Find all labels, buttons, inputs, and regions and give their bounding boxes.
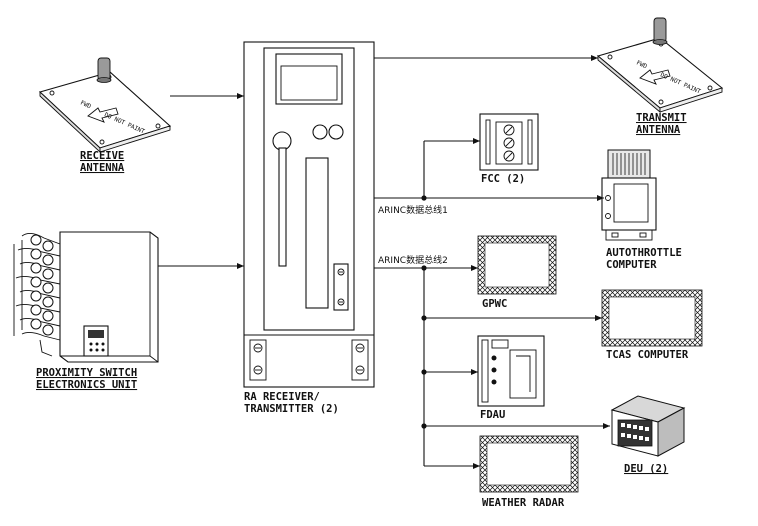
- bus2-junction: [421, 265, 427, 271]
- arinc-bus-1-label: ARINC数据总线1: [378, 204, 448, 216]
- pseu-icon: [13, 231, 159, 363]
- gpwc: GPWC: [477, 235, 557, 310]
- tcas-icon: [601, 289, 703, 347]
- tcas-computer: TCAS COMPUTER: [601, 289, 703, 361]
- receive-antenna-label-2: ANTENNA: [80, 162, 125, 174]
- weather-radar: WEATHER RADAR: [479, 435, 579, 509]
- fdau-icon: [477, 335, 545, 407]
- pseu-label-2: ELECTRONICS UNIT: [36, 379, 137, 391]
- transmit-antenna-label-2: ANTENNA: [636, 124, 681, 136]
- fcc: FCC (2): [479, 113, 539, 185]
- autothrottle-label-1: AUTOTHROTTLE: [606, 247, 682, 259]
- autothrottle-label-2: COMPUTER: [606, 259, 657, 271]
- deu: DEU (2): [610, 395, 686, 475]
- deu-label: DEU (2): [624, 463, 668, 475]
- gpwc-label: GPWC: [482, 298, 507, 310]
- weather-radar-label: WEATHER RADAR: [482, 497, 565, 509]
- ra-unit-icon: [243, 41, 375, 388]
- ra-label-1: RA RECEIVER/: [244, 391, 320, 403]
- bus2-deu-junction: [421, 423, 427, 429]
- autothrottle-icon: [601, 149, 657, 241]
- fcc-label: FCC (2): [481, 173, 525, 185]
- receive-antenna-label-1: RECEIVE: [80, 150, 124, 162]
- ra-label-2: TRANSMITTER (2): [244, 403, 339, 415]
- transmit-antenna-fwd-text: FWD: [635, 59, 648, 70]
- gpwc-icon: [477, 235, 557, 295]
- bus1-junction: [421, 195, 427, 201]
- transmit-antenna-icon: [596, 17, 724, 113]
- deu-icon: [610, 395, 686, 457]
- fcc-icon: [479, 113, 539, 171]
- tcas-label: TCAS COMPUTER: [606, 349, 689, 361]
- bus2-fdau-junction: [421, 369, 427, 375]
- receive-antenna-fwd-text: FWD: [79, 99, 92, 110]
- fdau: FDAU: [477, 335, 545, 421]
- transmit-antenna-label-1: TRANSMIT: [636, 112, 687, 124]
- autothrottle-computer: AUTOTHROTTLE COMPUTER: [601, 149, 682, 271]
- weather-radar-icon: [479, 435, 579, 493]
- bus2-tcas-junction: [421, 315, 427, 321]
- arinc-bus-2-label: ARINC数据总线2: [378, 254, 448, 266]
- proximity-switch-electronics-unit: PROXIMITY SWITCH ELECTRONICS UNIT: [13, 231, 159, 391]
- receive-antenna-icon: [38, 57, 172, 154]
- receive-antenna: FWD DO NOT PAINT RECEIVE ANTENNA: [38, 57, 172, 174]
- fdau-label: FDAU: [480, 409, 505, 421]
- ra-receiver-transmitter: RA RECEIVER/ TRANSMITTER (2): [243, 41, 375, 415]
- pseu-label-1: PROXIMITY SWITCH: [36, 367, 137, 379]
- transmit-antenna: FWD DO NOT PAINT TRANSMIT ANTENNA: [596, 17, 724, 136]
- connections: [158, 55, 610, 469]
